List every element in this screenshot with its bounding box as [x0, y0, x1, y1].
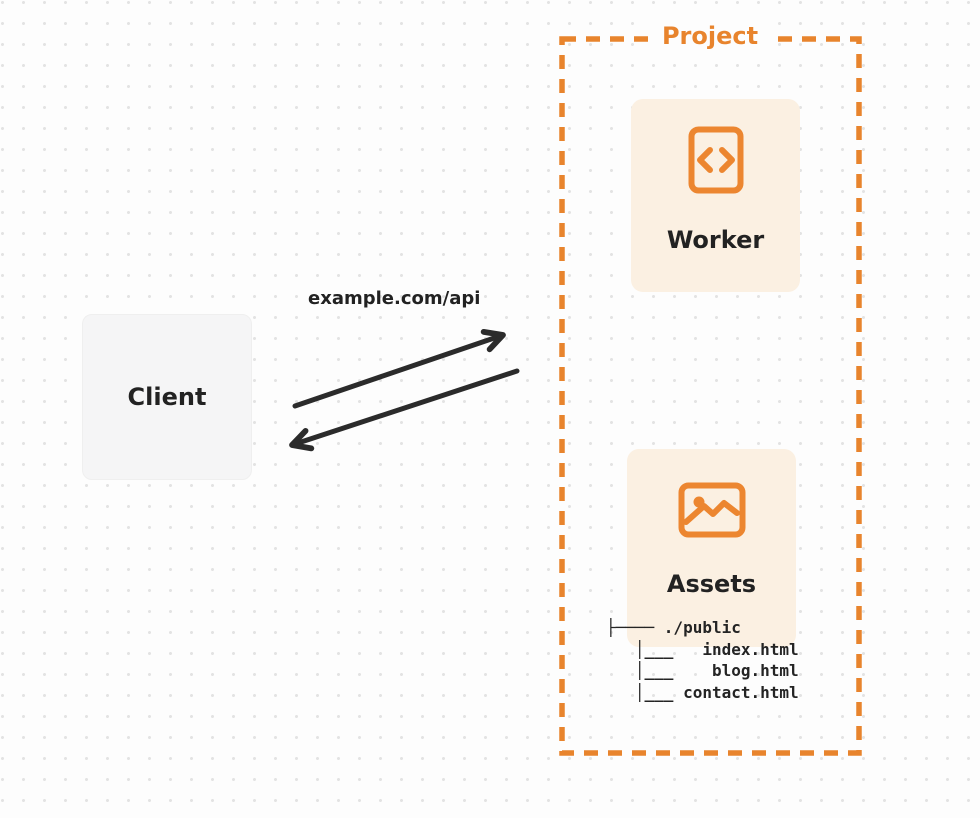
assets-file-tree: ├──── ./public │___ index.html │___ blog… — [606, 617, 799, 703]
tree-line-public: ├──── ./public — [606, 618, 741, 637]
image-icon — [678, 482, 746, 542]
worker-node: Worker — [631, 99, 800, 292]
tree-line-index-html: │___ index.html — [606, 639, 799, 659]
request-arrow — [292, 328, 506, 409]
client-label: Client — [127, 383, 207, 411]
worker-label: Worker — [666, 226, 765, 254]
code-file-icon — [688, 126, 744, 198]
request-url-label: example.com/api — [308, 288, 481, 309]
response-arrow — [289, 368, 520, 452]
assets-node: Assets — [627, 449, 796, 647]
tree-line-blog-html: │___ blog.html — [606, 661, 799, 680]
assets-label: Assets — [666, 570, 757, 598]
project-group-label: Project — [560, 21, 860, 54]
tree-line-contact-html: │___ contact.html — [606, 682, 799, 702]
client-node: Client — [82, 314, 252, 480]
